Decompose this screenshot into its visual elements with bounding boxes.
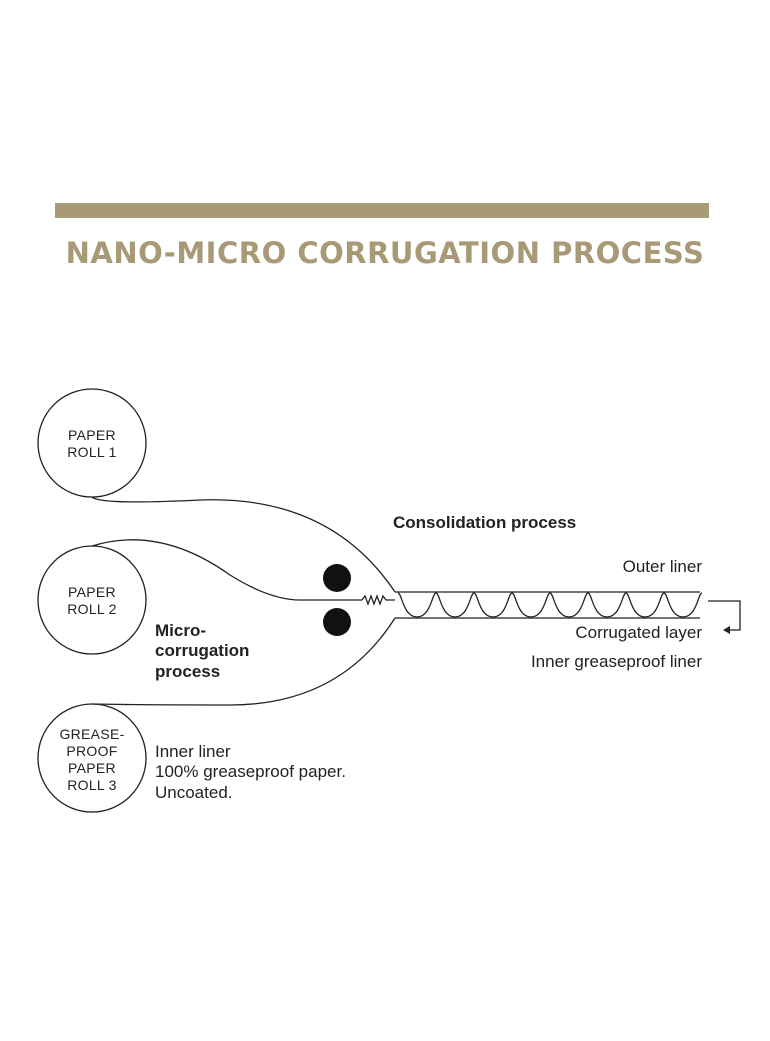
corrugated-layer-wave [397, 592, 703, 618]
description-line: 100% greaseproof paper. [155, 762, 346, 782]
inner-greaseproof-liner-label: Inner greaseproof liner [530, 652, 702, 671]
roll-label-line: PROOF [66, 743, 118, 759]
return-arrow-head [723, 626, 730, 634]
inner-liner-description: Inner liner 100% greaseproof paper. Unco… [155, 742, 346, 803]
roll-label-line: PAPER [68, 427, 116, 443]
outer-liner-label: Outer liner [622, 557, 702, 576]
consolidation-process-label: Consolidation process [393, 513, 577, 532]
label-line: process [155, 661, 221, 681]
label-line: corrugation [155, 641, 250, 661]
lower-press-roller [323, 608, 351, 636]
roll-3-paper-path [91, 617, 396, 706]
description-line: Uncoated. [155, 782, 233, 802]
top-accent-bar [55, 203, 709, 218]
roll-label-line: ROLL 2 [67, 601, 117, 617]
corrugated-layer-label: Corrugated layer [575, 623, 702, 642]
roll-label-line: ROLL 1 [67, 444, 117, 460]
greaseproof-roll-3-label: GREASE- PROOF PAPER ROLL 3 [42, 726, 142, 794]
label-line: Micro- [155, 621, 206, 640]
roll-label-line: GREASE- [59, 726, 125, 742]
roll-label-line: PAPER [68, 760, 116, 776]
micro-corrugation-spring [361, 594, 395, 606]
return-arrow [708, 600, 741, 631]
page-title: NANO-MICRO CORRUGATION PROCESS [65, 236, 705, 270]
paper-roll-1-label: PAPER ROLL 1 [42, 427, 142, 461]
paper-roll-2-label: PAPER ROLL 2 [42, 584, 142, 618]
roll-label-line: ROLL 3 [67, 777, 117, 793]
description-line: Inner liner [155, 742, 231, 761]
roll-label-line: PAPER [68, 584, 116, 600]
upper-press-roller [323, 564, 351, 592]
roll-2-paper-path [91, 539, 362, 601]
roll-1-paper-path [91, 496, 396, 593]
micro-corrugation-process-label: Micro- corrugation process [155, 621, 249, 682]
